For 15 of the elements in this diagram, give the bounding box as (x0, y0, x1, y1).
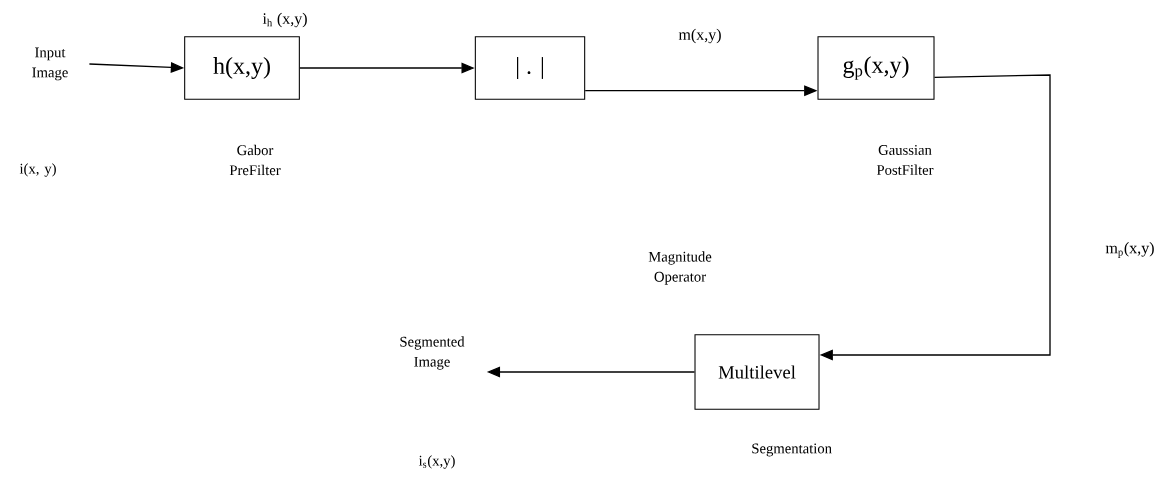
caption-text: Magnitude Operator (648, 251, 712, 285)
process-box: | . | (474, 36, 586, 100)
caption-text: Segmentation (752, 443, 832, 457)
caption-text: i(x, y) (19, 163, 56, 177)
caption-text: i$_{s}$(x,y) (418, 455, 455, 469)
caption-text: Gaussian PostFilter (876, 145, 934, 175)
output-label: Segmented Image (400, 336, 465, 370)
process-box: h(x,y) (184, 36, 300, 100)
process-box: Multilevel (694, 334, 820, 410)
process-box: g$_{p}$(x,y) (817, 36, 935, 100)
caption-text: Gabor PreFilter (229, 144, 281, 176)
input-label: Input Image (32, 47, 68, 81)
edge-label: m(x,y) (678, 28, 721, 44)
edge-label: i$_{h}$ (x,y) (262, 12, 307, 28)
edge-label: m$_{p}$(x,y) (1105, 242, 1154, 258)
